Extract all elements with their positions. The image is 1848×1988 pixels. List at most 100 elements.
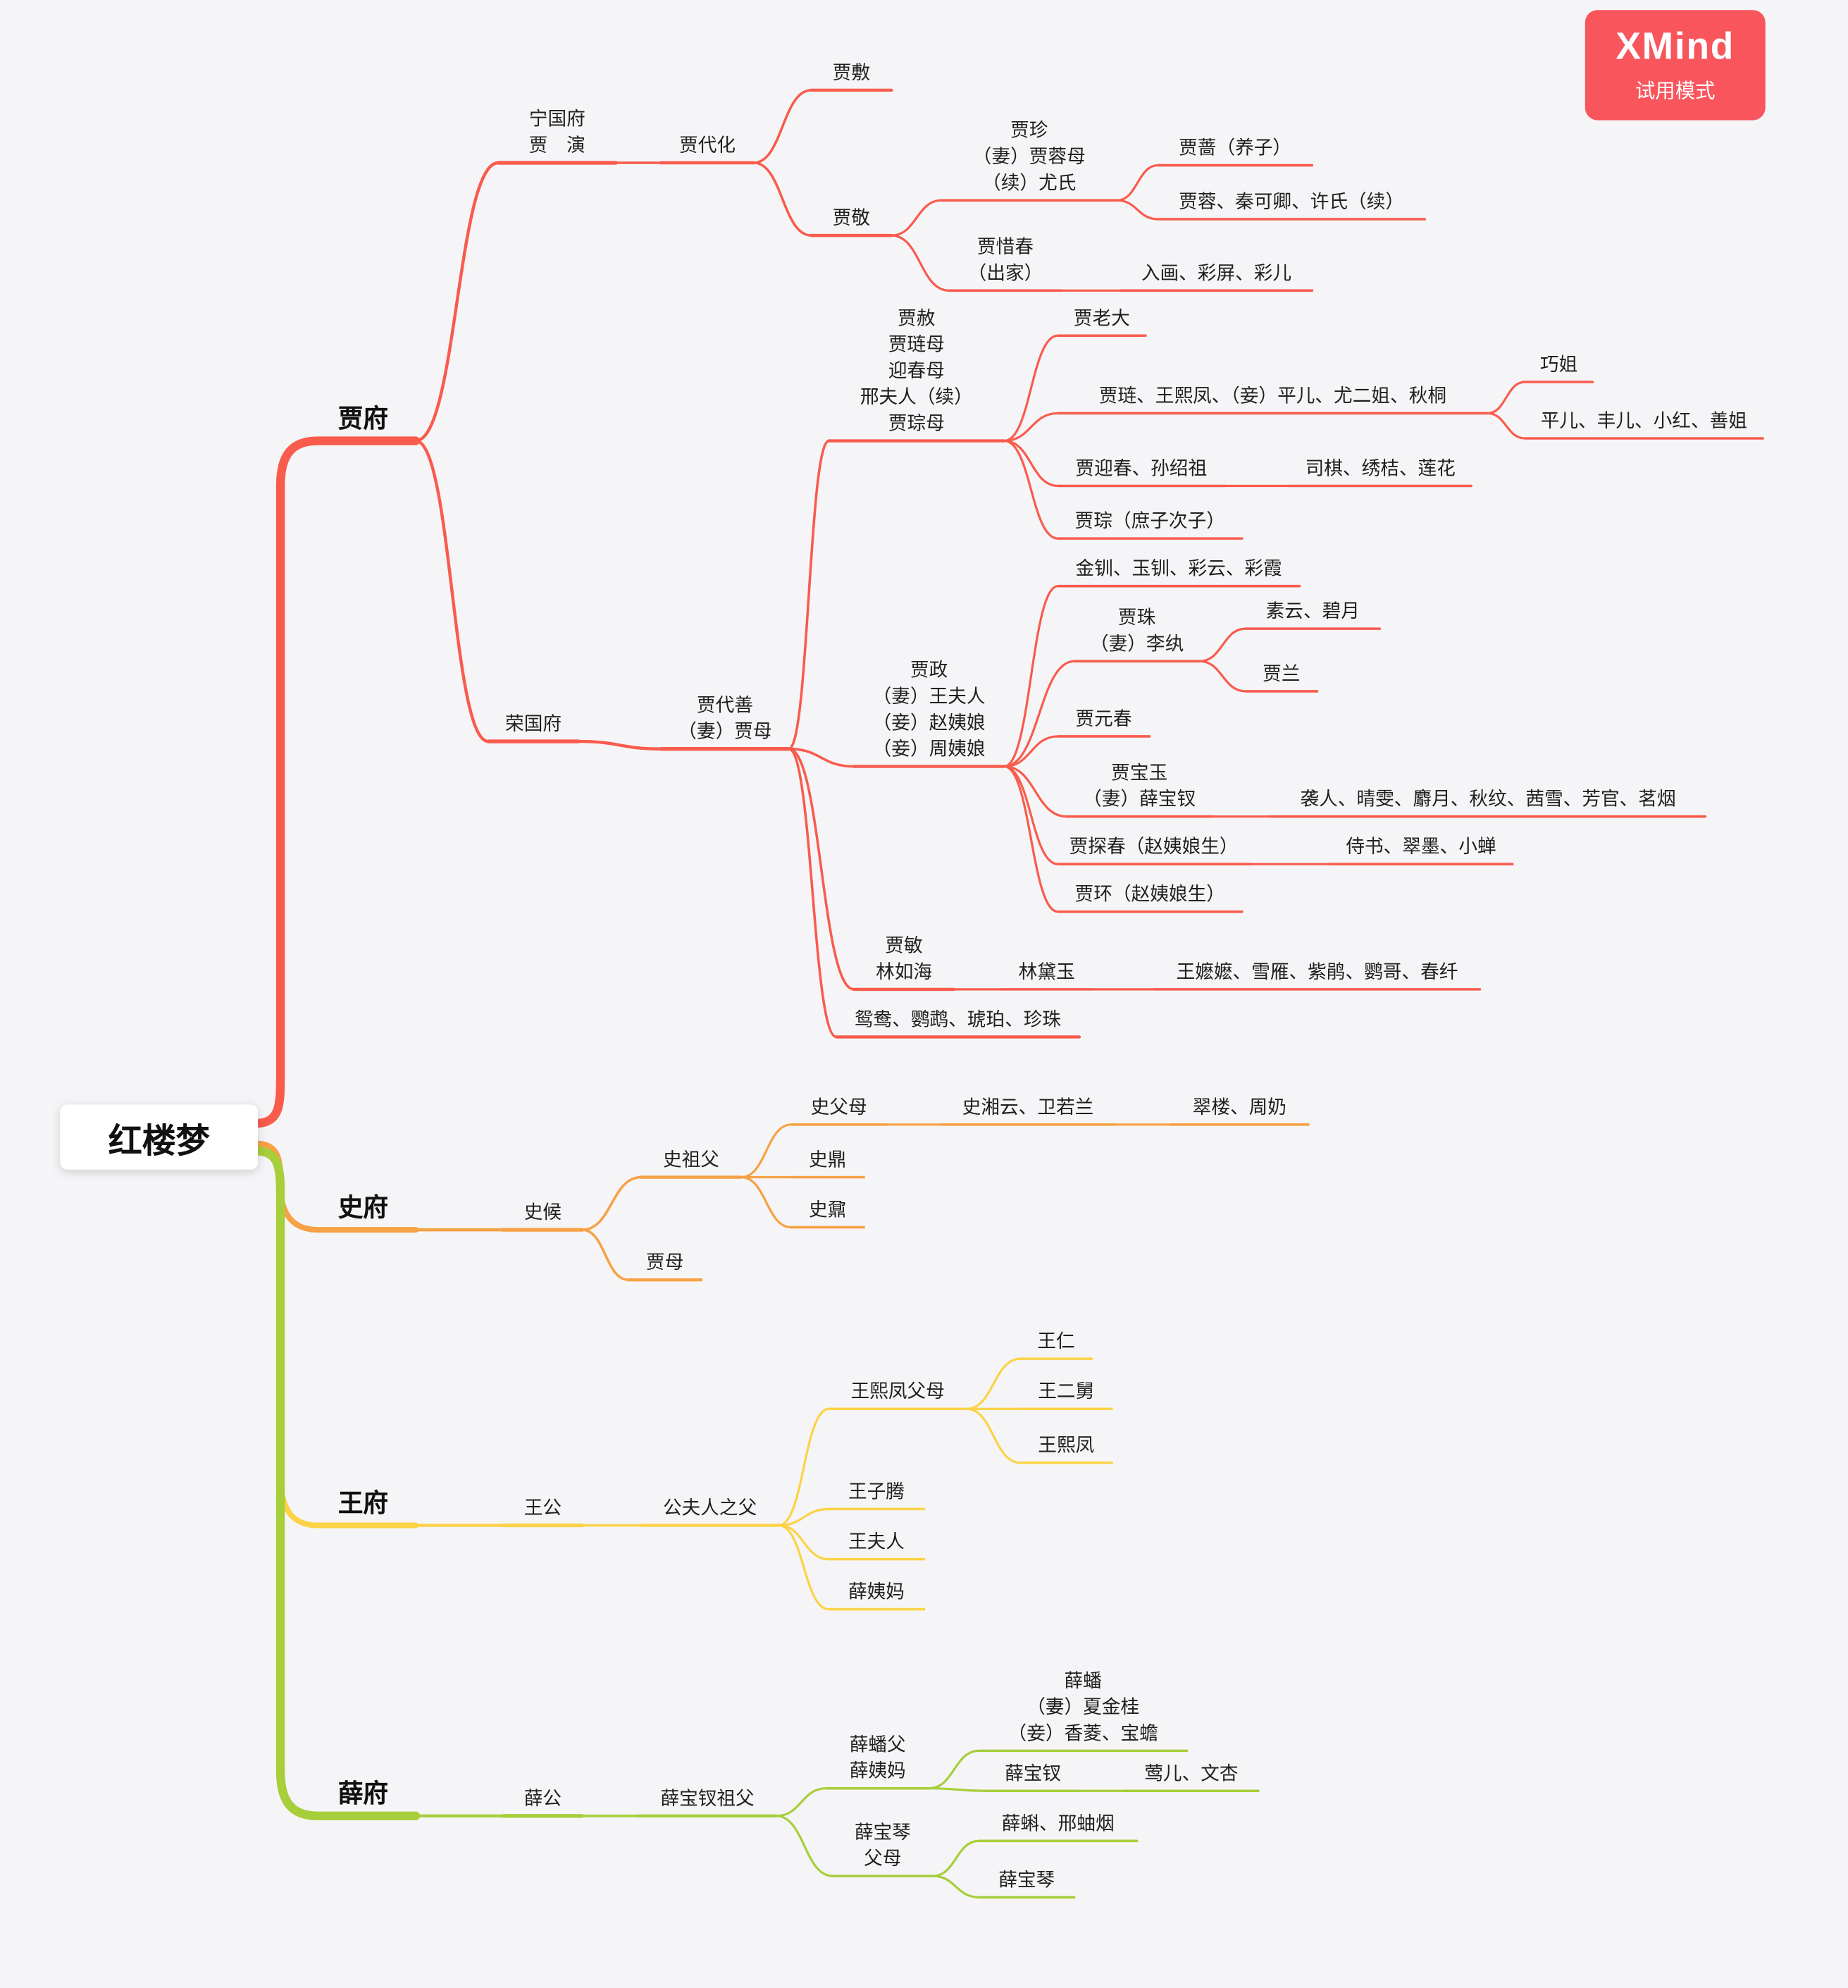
edge-jiadaishan-to-jiamin [787,747,855,991]
node-shinai[interactable]: 史鼐 [808,1199,847,1221]
node-jiayingchun[interactable]: 贾迎春、孙绍祖 [1075,458,1208,480]
trial-mode-label: 试用模式 [1635,81,1716,103]
node-shizufu[interactable]: 史祖父 [662,1149,719,1171]
node-shifu[interactable]: 史府 [337,1194,388,1223]
node-wangziteng[interactable]: 王子腾 [848,1481,905,1503]
edge-jiazheng-to-jiabaoyu [1003,765,1068,818]
node-jiabaoyu[interactable]: 贾宝玉 （妻）薛宝钗 [1083,763,1196,810]
edge-jiashe-to-jiacong [1003,439,1060,540]
node-lindaiyu[interactable]: 林黛玉 [1018,961,1075,984]
edge-jiadaishan-to-jiashe [787,439,831,751]
edge-jiajing-to-jiaxichun [890,234,950,292]
node-ruhua[interactable]: 入画、彩屏、彩儿 [1141,263,1292,285]
edge-shizufu-to-shinai [740,1175,793,1229]
node-wangren[interactable]: 王仁 [1037,1331,1075,1353]
node-shiding[interactable]: 史鼎 [808,1149,847,1171]
node-ningguofu[interactable]: 宁国府 贾 演 [528,109,585,157]
edge-gongfuren-zhifu-to-wangziteng [777,1507,831,1527]
node-jiacong[interactable]: 贾琮（庶子次子） [1074,511,1225,533]
node-shifumu[interactable]: 史父母 [810,1097,867,1118]
node-cuilou-group[interactable]: 翠楼、周奶 [1192,1097,1286,1118]
node-yuanyang-group[interactable]: 鸳鸯、鹦鹉、琥珀、珍珠 [854,1009,1062,1031]
node-rongguofu[interactable]: 荣国府 [505,713,562,736]
node-wangfuren[interactable]: 王夫人 [848,1531,905,1553]
node-jiafu-son[interactable]: 贾敷 [832,62,871,85]
node-wangxifeng[interactable]: 王熙凤 [1038,1435,1095,1457]
node-wangmomo-group[interactable]: 王嬷嬷、雪雁、紫鹃、鹦哥、春纤 [1176,961,1458,984]
node-jiajing[interactable]: 贾敬 [832,207,871,230]
xue-spine-connector [251,1146,421,1821]
node-jiaxichun[interactable]: 贾惜春 （出家） [967,236,1043,285]
edge-jiazheng-to-jiazhu [1003,660,1076,768]
node-wangerjiu[interactable]: 王二舅 [1038,1381,1095,1403]
node-wangxifeng-fumu[interactable]: 王熙凤父母 [850,1381,945,1403]
edge-gongfuren-zhifu-to-xueyima [777,1524,831,1611]
node-xuebaochai[interactable]: 薛宝钗 [1005,1763,1062,1785]
edge-xuepanfu-to-xuepan [928,1749,981,1790]
edge-jiadaihua-to-jiajing [752,161,813,237]
node-jiazhen[interactable]: 贾珍 （妻）贾蓉母 （续）尤氏 [972,120,1086,195]
node-siqi-group[interactable]: 司棋、绣桔、莲花 [1305,458,1456,480]
node-xiren-group[interactable]: 袭人、晴雯、麝月、秋纹、茜雪、芳官、茗烟 [1300,789,1676,810]
node-xuepan[interactable]: 薛蟠 （妻）夏金桂 （妾）香菱、宝蟾 [1007,1670,1158,1745]
node-qiaojie[interactable]: 巧姐 [1539,354,1578,376]
node-xueke[interactable]: 薛蝌、邢蚰烟 [1001,1813,1115,1835]
node-xuebaoqin[interactable]: 薛宝琴 [998,1870,1055,1891]
node-shishu-group[interactable]: 侍书、翠墨、小蝉 [1346,836,1496,858]
edge-xuepanfu-to-xuebaochai [928,1787,988,1792]
node-jiayuanchun[interactable]: 贾元春 [1075,708,1132,731]
node-jiamu[interactable]: 贾母 [645,1252,684,1274]
node-jiashe[interactable]: 贾赦 贾琏母 迎春母 邢夫人（续） 贾琮母 [860,308,973,435]
edge-jiashe-to-jialaoda [1003,334,1060,443]
node-xuebaochai-zufu[interactable]: 薛宝钗祖父 [660,1788,755,1810]
edge-xuebaochai-zufu-to-xuepanfu [775,1787,828,1817]
node-xueyima[interactable]: 薛姨妈 [848,1581,905,1603]
edge-jiazhu-to-suyun-group [1198,627,1247,662]
node-jiahuan[interactable]: 贾环（赵姨娘生） [1074,884,1225,906]
node-jiafu[interactable]: 贾府 [337,405,388,433]
edge-jiashe-to-jiayingchun [1003,439,1060,488]
node-shihou[interactable]: 史候 [523,1202,562,1224]
node-pinger-group[interactable]: 平儿、丰儿、小红、善姐 [1540,410,1747,433]
node-jinchuan-group[interactable]: 金钏、玉钏、彩云、彩霞 [1075,558,1282,580]
edge-jiazheng-to-jinchuan-group [1003,585,1060,768]
node-wanggong[interactable]: 王公 [523,1498,562,1519]
node-wangfu[interactable]: 王府 [337,1490,388,1518]
node-shixiangyun[interactable]: 史湘云、卫若兰 [962,1097,1094,1118]
node-jiatanchun[interactable]: 贾探春（赵姨娘生） [1069,836,1239,858]
node-jiadaihua[interactable]: 贾代化 [679,135,736,157]
edge-gongfuren-zhifu-to-wangxifeng-fumu [777,1407,831,1527]
node-jialian[interactable]: 贾琏、王熙凤、（妾）平儿、尤二姐、秋桐 [1098,385,1447,407]
node-jialaoda[interactable]: 贾老大 [1073,308,1130,330]
edge-shizufu-to-shifumu [740,1123,793,1179]
node-jiaqiang[interactable]: 贾蔷（养子） [1179,137,1292,159]
node-xuepanfu[interactable]: 薛蟠父 薛姨妈 [849,1734,906,1782]
node-yinger-group[interactable]: 莺儿、文杏 [1144,1763,1239,1785]
xmind-trial-badge[interactable]: XMind 试用模式 [1585,10,1766,121]
node-jiadaishan[interactable]: 贾代善 （妻）贾母 [678,695,772,743]
edge-jiazhen-to-jiaqiang [1115,163,1160,202]
node-jialan[interactable]: 贾兰 [1263,663,1301,686]
node-jiamin[interactable]: 贾敏 林如海 [876,935,933,984]
edge-xuebaoqin-fumu-to-xuebaoqin [931,1875,981,1899]
edge-shihou-to-jiamu [581,1228,630,1281]
edge-shihou-to-shizufu [581,1175,643,1231]
edge-jialian-to-qiaojie [1486,381,1527,415]
edge-jiajing-to-jiazhen [890,199,943,237]
edge-rongguofu-to-jiadaishan [576,739,663,751]
node-xuegong[interactable]: 薛公 [523,1788,562,1810]
edge-jiadaihua-to-jiafu-son [752,89,813,164]
node-suyun-group[interactable]: 素云、碧月 [1265,601,1360,623]
edge-jiazheng-to-jiahuan [1003,765,1060,913]
node-jiazhu[interactable]: 贾珠 （妻）李纨 [1089,607,1184,655]
edge-jialian-to-pinger-group [1486,412,1527,440]
node-jiazheng[interactable]: 贾政 （妻）王夫人 （妾）赵姨娘 （妾）周姨娘 [872,660,986,760]
node-jiarong[interactable]: 贾蓉、秦可卿、许氏（续） [1179,191,1405,214]
root-topic[interactable]: 红楼梦 [60,1104,259,1170]
node-gongfuren-zhifu[interactable]: 公夫人之父 [662,1498,757,1519]
node-xuebaoqin-fumu[interactable]: 薛宝琴 父母 [854,1822,911,1870]
node-xuefu[interactable]: 薛府 [337,1781,388,1809]
